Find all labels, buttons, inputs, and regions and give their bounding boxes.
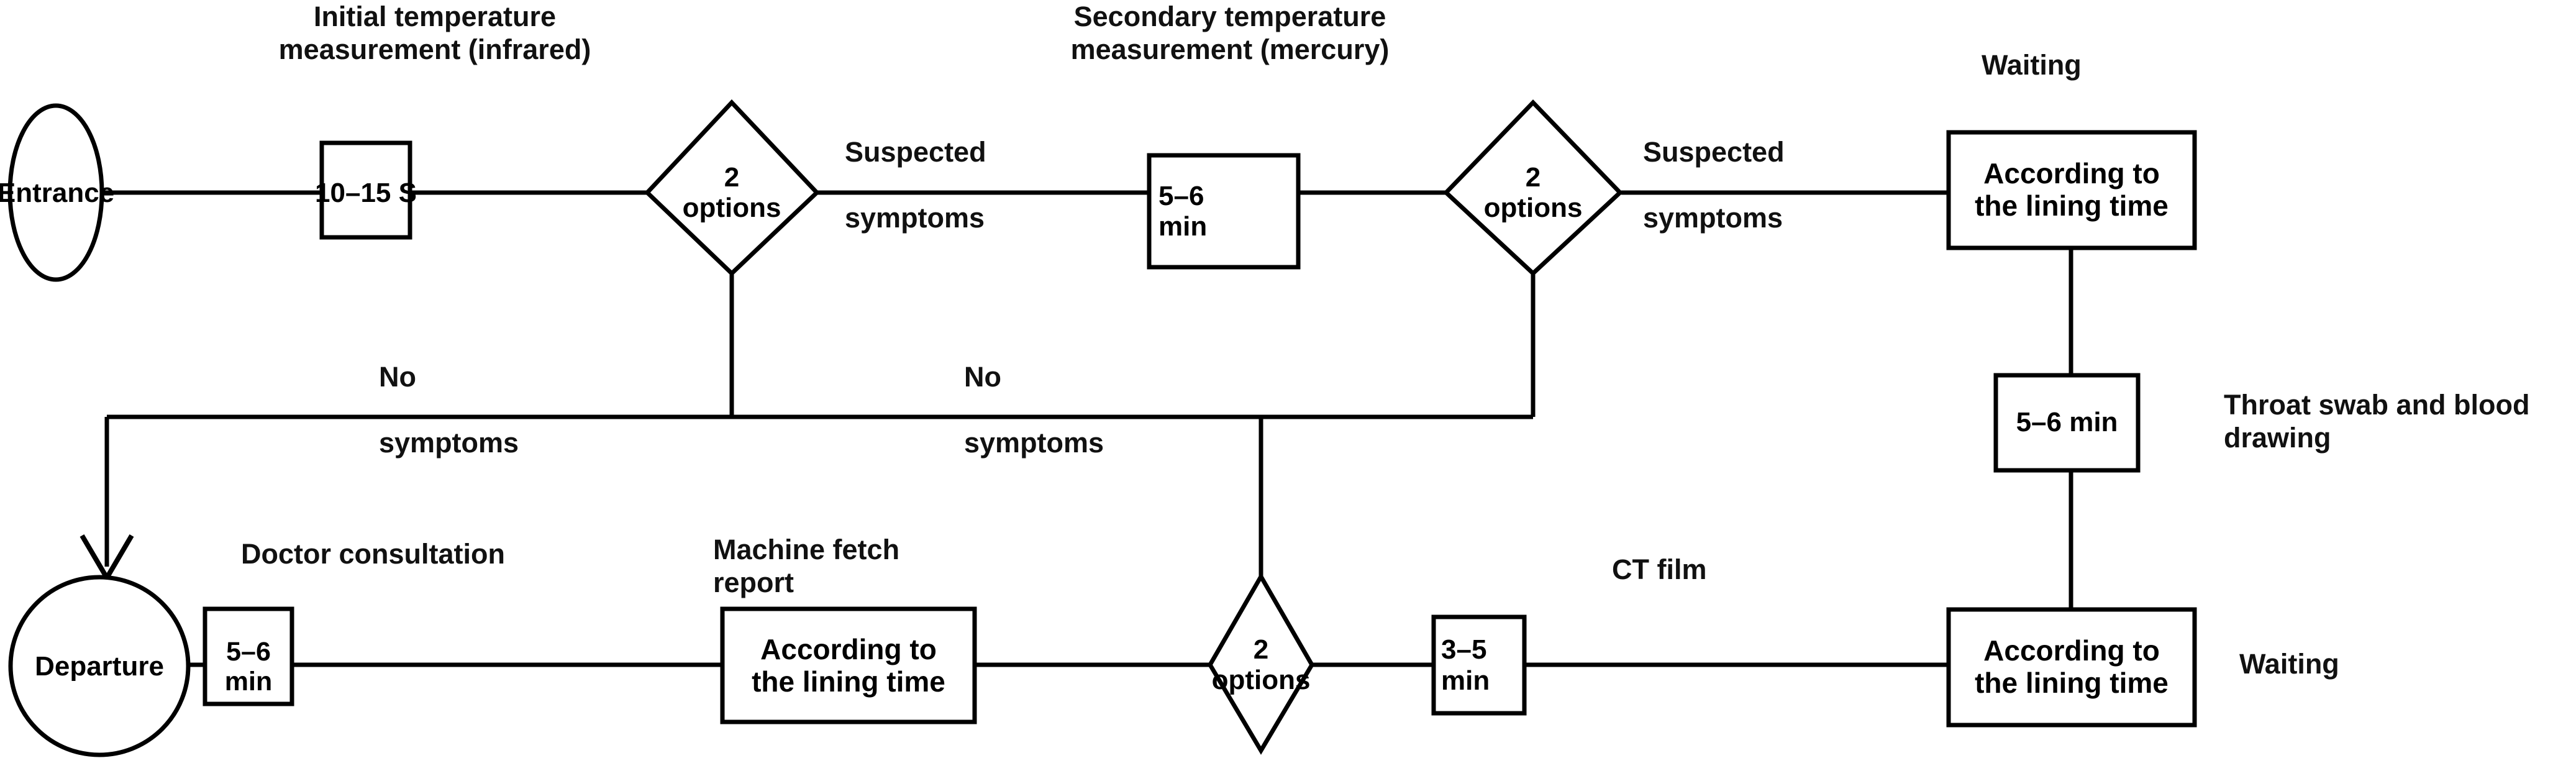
node-departure-shape[interactable] xyxy=(8,575,191,757)
node-infrared-time-shape[interactable] xyxy=(319,140,412,240)
edge-label-suspected-symptoms-1: Suspected symptoms xyxy=(845,136,986,234)
edge-label-no-symptoms-2: No symptoms xyxy=(964,361,1104,459)
node-report-time-shape[interactable] xyxy=(720,606,977,724)
edge-label-suspected-symptoms-2: Suspected symptoms xyxy=(1643,136,1785,234)
caption-waiting-top: Waiting xyxy=(1982,49,2082,81)
caption-waiting-bottom: Waiting xyxy=(2239,648,2339,680)
caption-machine-fetch-report: Machine fetch report xyxy=(713,534,900,599)
node-decision3-shape[interactable] xyxy=(1207,572,1315,755)
node-ct-time-shape[interactable] xyxy=(1431,614,1527,716)
caption-doctor-consultation: Doctor consultation xyxy=(241,538,505,570)
node-waiting-bottom-shape[interactable] xyxy=(1946,607,2197,728)
caption-ct-film: CT film xyxy=(1612,554,1707,585)
node-decision1-shape[interactable] xyxy=(644,99,820,276)
edge-label-no-symptoms-1: No symptoms xyxy=(379,361,519,459)
node-doctor-time-shape[interactable] xyxy=(203,606,294,706)
caption-secondary-temperature: Secondary temperature measurement (mercu… xyxy=(1070,1,1390,66)
caption-throat-swab: Throat swab and blood drawing xyxy=(2224,389,2530,454)
node-waiting-top-shape[interactable] xyxy=(1946,130,2197,250)
node-entrance-shape[interactable] xyxy=(7,103,104,282)
node-mercury-time-shape[interactable] xyxy=(1147,153,1301,270)
node-decision2-shape[interactable] xyxy=(1443,99,1623,276)
caption-initial-temperature: Initial temperature measurement (infrare… xyxy=(278,1,591,66)
shapes xyxy=(7,99,2197,757)
node-swab-time-shape[interactable] xyxy=(1993,373,2141,473)
